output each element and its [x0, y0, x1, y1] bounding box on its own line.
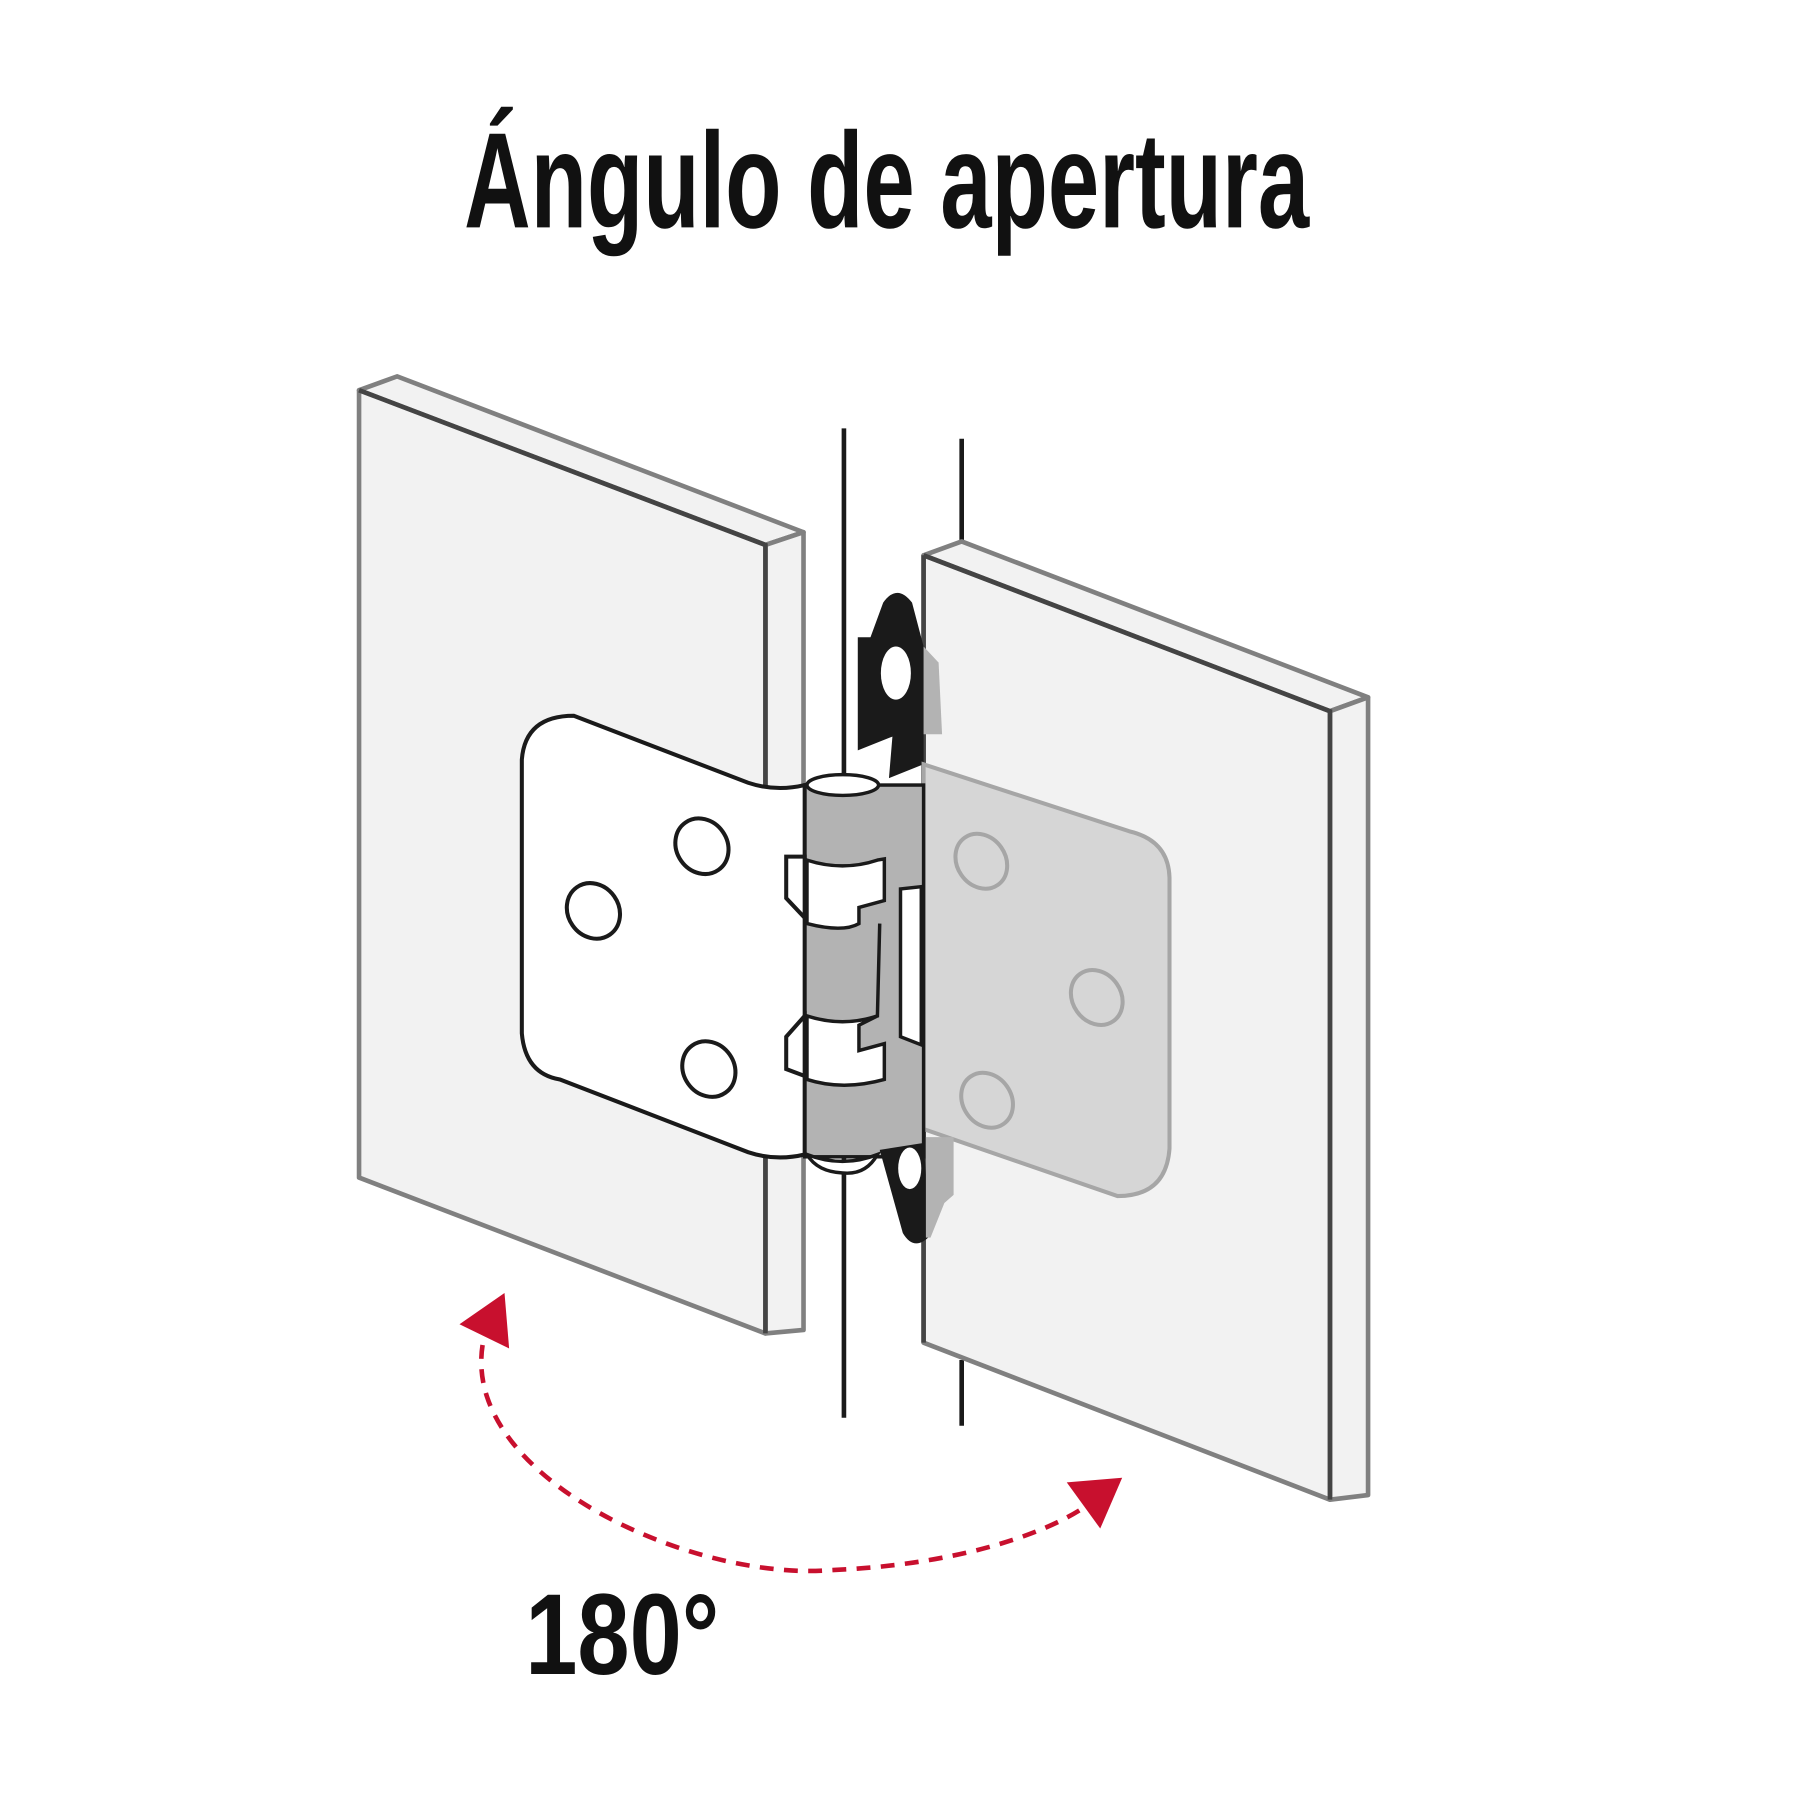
angle-label: 180°	[525, 1570, 719, 1699]
arrowhead-left	[459, 1293, 510, 1349]
opening-angle-arrow	[459, 1293, 1123, 1574]
hinge	[519, 592, 1172, 1244]
arrowhead-right	[1066, 1477, 1123, 1529]
left-leaf	[519, 713, 807, 1160]
diagram-title: Ángulo de apertura	[464, 104, 1310, 256]
